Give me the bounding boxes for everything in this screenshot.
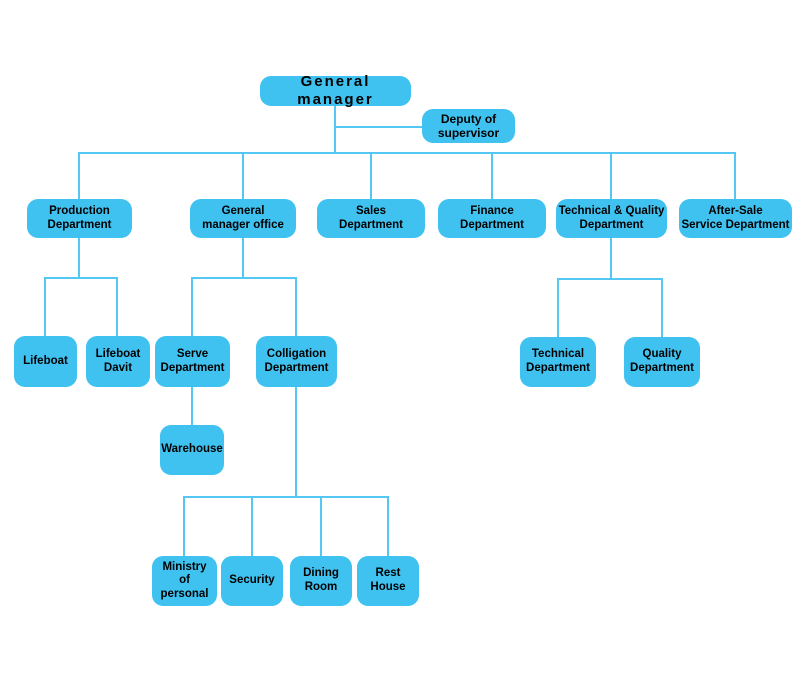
connector-drop-serve — [191, 277, 193, 336]
node-lifeboat-davit: Lifeboat Davit — [86, 336, 150, 387]
connector-drop-lifeboat-davit — [116, 277, 118, 336]
node-dining-room: Dining Room — [290, 556, 352, 606]
node-general-manager: General manager — [260, 73, 411, 108]
connector-drop-after-sale — [734, 152, 736, 199]
connector-colligation-bus — [183, 496, 388, 498]
node-technical-department: Technical Department — [520, 337, 596, 387]
connector-drop-ministry — [183, 496, 185, 556]
connector-production-down — [78, 238, 80, 277]
connector-gm-office-down — [242, 238, 244, 277]
node-quality-department: Quality Department — [624, 337, 700, 387]
connector-level2-bus — [78, 152, 736, 154]
node-technical-quality-department: Technical & Quality Department — [556, 199, 667, 238]
connector-tech-quality-down — [610, 238, 612, 278]
node-security: Security — [221, 556, 283, 606]
connector-colligation-down — [295, 387, 297, 497]
node-general-manager-office: General manager office — [190, 199, 296, 238]
connector-drop-lifeboat — [44, 277, 46, 336]
node-lifeboat: Lifeboat — [14, 336, 77, 387]
node-serve-department: Serve Department — [155, 336, 230, 387]
node-rest-house: Rest House — [357, 556, 419, 606]
connector-drop-dining — [320, 496, 322, 556]
connector-gm-down — [334, 105, 336, 153]
node-deputy-of-supervisor: Deputy of supervisor — [422, 109, 515, 143]
node-production-department: Production Department — [27, 199, 132, 238]
connector-drop-sales — [370, 152, 372, 199]
node-after-sale-service-department: After-Sale Service Department — [679, 199, 792, 238]
node-warehouse: Warehouse — [160, 425, 224, 475]
connector-drop-rest — [387, 496, 389, 556]
connector-drop-production — [78, 152, 80, 199]
connector-production-bus — [44, 277, 118, 279]
node-colligation-department: Colligation Department — [256, 336, 337, 387]
connector-drop-technical — [557, 278, 559, 337]
connector-drop-gm-office — [242, 152, 244, 199]
connector-drop-tech-quality — [610, 152, 612, 199]
node-sales-department: Sales Department — [317, 199, 425, 238]
connector-drop-colligation — [295, 277, 297, 336]
connector-gm-to-deputy — [334, 126, 422, 128]
connector-serve-to-warehouse — [191, 387, 193, 425]
connector-tech-quality-bus — [557, 278, 662, 280]
node-ministry-of-personal: Ministry of personal — [152, 556, 217, 606]
connector-gm-office-bus — [191, 277, 297, 279]
connector-drop-finance — [491, 152, 493, 199]
node-finance-department: Finance Department — [438, 199, 546, 238]
connector-drop-quality — [661, 278, 663, 337]
connector-drop-security — [251, 496, 253, 556]
